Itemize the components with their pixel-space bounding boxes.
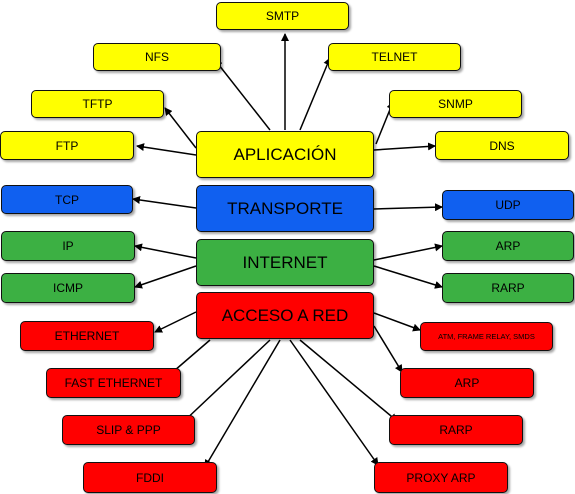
- arrow-to-ftp: [136, 143, 197, 156]
- ip-box: IP: [1, 231, 135, 261]
- acceso-arp-box: ARP: [400, 368, 534, 398]
- arrow-to-proxy-arp: [289, 339, 379, 466]
- tcp-box: TCP: [1, 185, 133, 214]
- slip-ppp-box: SLIP & PPP: [62, 415, 195, 445]
- arrow-to-acceso-arp: [373, 325, 403, 373]
- smtp-box: SMTP: [216, 2, 349, 30]
- snmp-box: SNMP: [389, 90, 522, 118]
- arrow-to-telnet: [299, 57, 331, 131]
- ethernet-box: ETHERNET: [20, 321, 154, 351]
- telnet-box: TELNET: [328, 43, 461, 71]
- arrow-to-nfs: [214, 59, 271, 131]
- acceso-rarp-box: RARP: [389, 415, 523, 445]
- arrow-to-tcp: [132, 196, 197, 209]
- internet-rarp-box: RARP: [442, 273, 574, 303]
- arrow-to-fddi: [204, 339, 281, 468]
- arrow-to-icmp: [134, 265, 197, 289]
- arrow-to-dns: [373, 142, 436, 151]
- layer-acceso-red: ACCESO A RED: [196, 292, 374, 339]
- udp-box: UDP: [442, 190, 574, 220]
- nfs-box: NFS: [93, 43, 221, 71]
- arrow-to-atm: [373, 312, 421, 332]
- icmp-box: ICMP: [1, 273, 135, 303]
- internet-arp-box: ARP: [442, 231, 574, 261]
- layer-aplicacion: APLICACIÓN: [196, 131, 374, 178]
- arrow-to-tftp: [164, 107, 197, 149]
- arrow-to-ip: [134, 243, 197, 259]
- dns-box: DNS: [435, 131, 569, 160]
- arrow-to-internet-rarp: [373, 265, 443, 289]
- layer-transporte: TRANSPORTE: [196, 185, 374, 232]
- fast-ethernet-box: FAST ETHERNET: [46, 368, 181, 398]
- layer-internet: INTERNET: [196, 239, 374, 286]
- tftp-box: TFTP: [31, 90, 164, 118]
- proxy-arp-box: PROXY ARP: [374, 462, 508, 493]
- arrow-to-slip-ppp: [179, 339, 271, 426]
- arrow-to-ethernet: [154, 311, 197, 333]
- arrow-to-udp: [373, 203, 443, 212]
- ftp-box: FTP: [0, 131, 134, 160]
- arrow-to-internet-arp: [373, 243, 443, 261]
- fddi-box: FDDI: [83, 462, 217, 493]
- arrow-to-acceso-rarp: [299, 339, 398, 422]
- atm-frame-relay-smds-box: ATM, FRAME RELAY, SMDS: [420, 322, 553, 351]
